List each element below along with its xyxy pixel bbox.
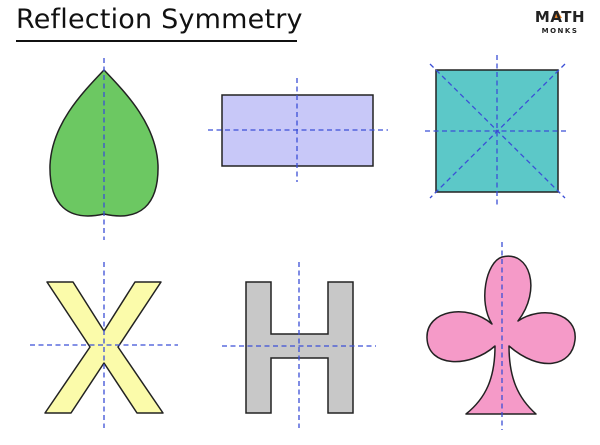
logo-peak-icon xyxy=(552,10,562,18)
title-underline xyxy=(16,40,297,42)
logo-subword: MONKS xyxy=(541,27,579,35)
square-shape-group xyxy=(425,55,569,205)
rectangle-shape-group xyxy=(208,78,388,182)
leaf-shape-group xyxy=(49,58,159,240)
club-shape xyxy=(426,255,576,415)
square-diagonal-axis-2 xyxy=(429,63,566,199)
letter-h-shape-group xyxy=(222,262,376,428)
logo-word: MATH xyxy=(534,8,586,26)
page-title: Reflection Symmetry xyxy=(16,4,303,35)
math-monks-logo: MATH MONKS xyxy=(528,6,592,42)
club-shape-group xyxy=(426,242,576,430)
letter-x-shape-group xyxy=(30,262,178,428)
